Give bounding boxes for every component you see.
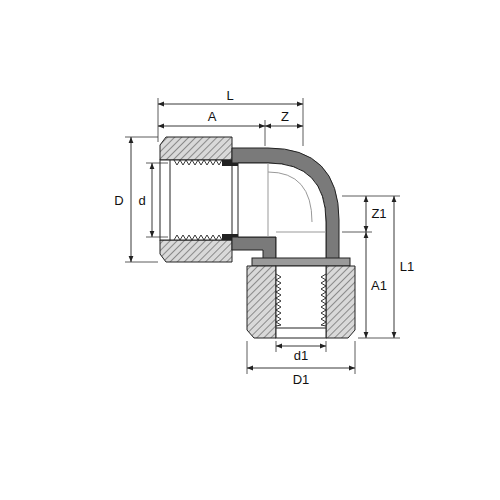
dimension-line bbox=[366, 196, 367, 232]
dimension-label: A bbox=[207, 110, 218, 124]
dimension-label: D bbox=[113, 194, 124, 208]
dimension-label: Z bbox=[280, 110, 290, 124]
extension-line bbox=[158, 98, 159, 142]
dimension-label: D1 bbox=[292, 373, 311, 387]
elbow-body bbox=[238, 163, 326, 262]
extension-line bbox=[247, 341, 248, 374]
horizontal-nut bbox=[160, 160, 232, 240]
vertical-nut bbox=[247, 266, 355, 338]
vertical-nut bbox=[276, 266, 326, 338]
elbow-body bbox=[232, 148, 339, 262]
extension-line bbox=[276, 341, 277, 352]
horizontal-nut bbox=[170, 160, 171, 240]
dimension-line bbox=[131, 104, 394, 368]
seal-ring bbox=[222, 160, 326, 272]
dimension-line bbox=[366, 232, 367, 338]
extension-line bbox=[355, 341, 356, 374]
extension-line bbox=[125, 137, 158, 138]
extension-line bbox=[146, 237, 168, 238]
dimension-label: d1 bbox=[293, 349, 309, 363]
thread-teeth bbox=[174, 160, 222, 165]
dimension-line bbox=[247, 368, 355, 369]
elbow-body bbox=[268, 172, 312, 222]
extension-line bbox=[326, 341, 327, 352]
elbow-body bbox=[268, 163, 269, 237]
extension-line bbox=[146, 163, 168, 164]
vertical-nut bbox=[247, 266, 276, 338]
elbow-body bbox=[232, 148, 350, 266]
dimension-label: L bbox=[225, 89, 234, 103]
dimension-label: Z1 bbox=[370, 207, 387, 221]
dimension-label: L1 bbox=[399, 260, 415, 274]
horizontal-nut bbox=[160, 137, 232, 262]
thread-teeth bbox=[321, 274, 326, 326]
extension-line bbox=[265, 120, 266, 146]
extension-line bbox=[125, 262, 158, 263]
dimension-line bbox=[158, 104, 303, 105]
horizontal-nut bbox=[160, 240, 232, 262]
elbow-body bbox=[276, 232, 326, 233]
extension-line bbox=[303, 98, 304, 146]
dimension-line bbox=[152, 163, 153, 237]
dimension-line bbox=[265, 126, 303, 127]
dimension-line bbox=[276, 346, 326, 347]
extension-line bbox=[342, 232, 372, 233]
thread-teeth bbox=[276, 274, 326, 326]
vertical-nut bbox=[326, 266, 355, 338]
elbow-body bbox=[252, 258, 350, 266]
extension-line bbox=[125, 98, 400, 374]
dimension-line bbox=[131, 137, 132, 262]
extension-line bbox=[342, 196, 400, 197]
thread-teeth bbox=[174, 235, 222, 240]
thread-teeth bbox=[276, 274, 281, 326]
dimension-label: d bbox=[137, 194, 146, 208]
thread-teeth bbox=[174, 160, 222, 240]
horizontal-nut bbox=[160, 137, 232, 160]
vertical-nut bbox=[276, 328, 326, 329]
dimension-label: A1 bbox=[370, 279, 388, 293]
dimension-line bbox=[158, 126, 265, 127]
dimension-line bbox=[394, 196, 395, 338]
